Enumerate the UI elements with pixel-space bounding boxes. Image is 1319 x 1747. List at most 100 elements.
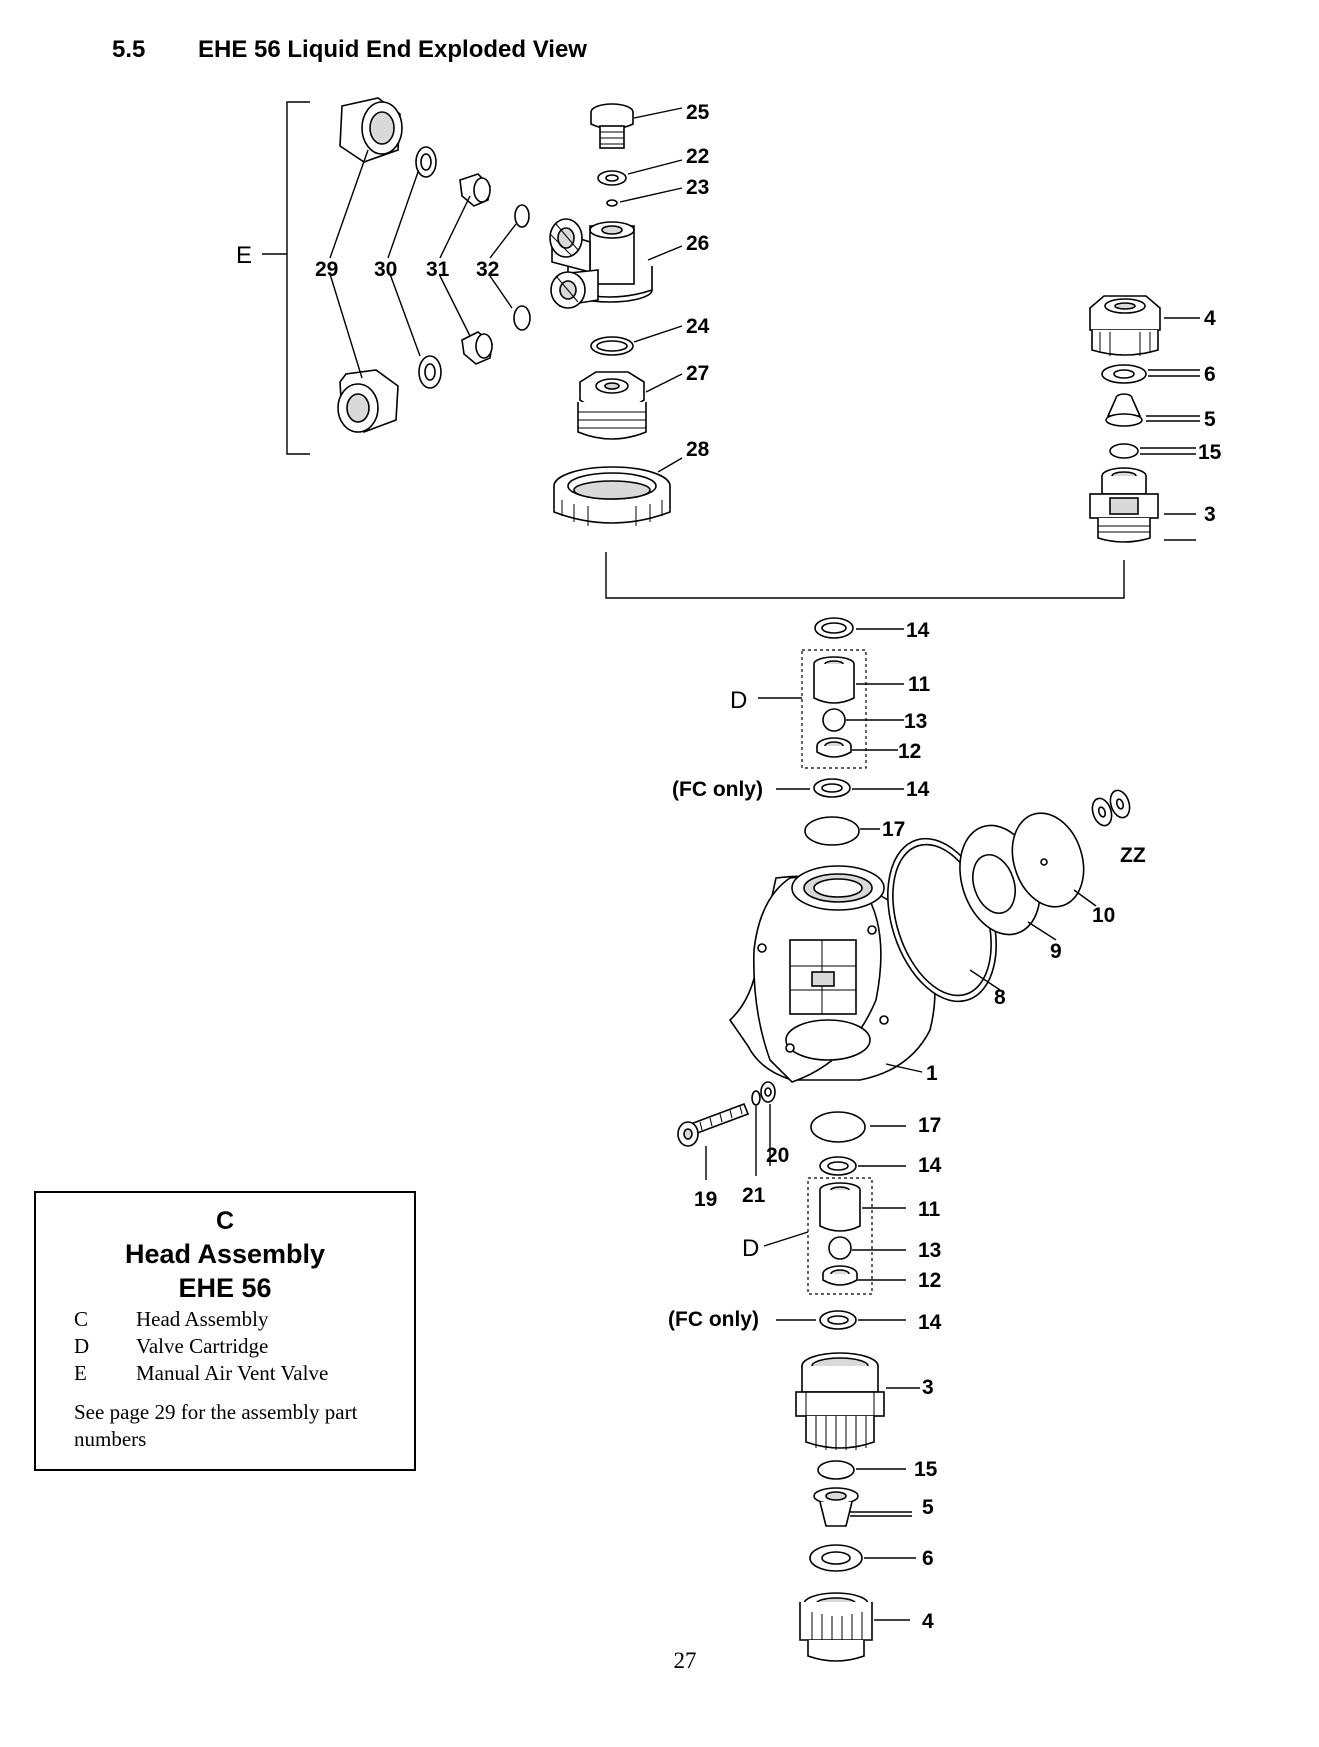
- callout-upper-12: 12: [898, 740, 921, 763]
- callout-8: 8: [994, 986, 1006, 1009]
- section-title: EHE 56 Liquid End Exploded View: [198, 36, 587, 63]
- callout-lower-15: 15: [914, 1458, 938, 1481]
- section-heading: 5.5 EHE 56 Liquid End Exploded View: [112, 36, 587, 64]
- washers-zz: [1091, 789, 1131, 827]
- callout-lower-17: 17: [918, 1114, 941, 1137]
- insert-5-right: [1105, 393, 1143, 427]
- oring-15-lower: [817, 1460, 855, 1480]
- callout-lower-13: 13: [918, 1239, 941, 1262]
- callout-10: 10: [1092, 904, 1115, 927]
- legend-title-line2: EHE 56: [178, 1273, 272, 1303]
- valve-seat-12-upper: [816, 737, 852, 758]
- legend-item: C Head Assembly: [74, 1307, 328, 1334]
- hex-nut-upper: [339, 97, 403, 163]
- group-label-d-upper: D: [730, 687, 747, 714]
- lock-washer-21: [751, 1090, 761, 1106]
- callout-lower-6: 6: [922, 1547, 934, 1570]
- legend-title-letter: C: [215, 1207, 235, 1235]
- callout-right-3: 3: [1204, 503, 1216, 526]
- callout-upper-14b: 14: [906, 778, 930, 801]
- valve-ball-13-upper: [822, 708, 846, 732]
- callout-zz: ZZ: [1120, 844, 1146, 867]
- callout-32: 32: [476, 258, 499, 281]
- insert-31-upper: [459, 173, 491, 207]
- callout-25: 25: [686, 101, 710, 124]
- legend-label: Valve Cartridge: [136, 1334, 269, 1358]
- callout-28: 28: [686, 438, 710, 461]
- callout-right-6: 6: [1204, 363, 1216, 386]
- valve-sleeve-11-lower: [819, 1182, 861, 1232]
- callout-19: 19: [694, 1188, 717, 1211]
- legend-key: E: [74, 1361, 87, 1385]
- legend-items: C Head Assembly D Valve Cartridge E Manual …: [74, 1307, 328, 1388]
- connector-3-lower: [795, 1352, 885, 1450]
- callout-31: 31: [426, 258, 450, 281]
- oring-15-right: [1109, 443, 1139, 459]
- fc-only-label-upper: (FC only): [672, 778, 763, 801]
- valve-cartridge-lower-box: [807, 1177, 873, 1295]
- oring-32-upper: [514, 204, 530, 228]
- oring-23: [606, 199, 618, 207]
- callout-upper-13: 13: [904, 710, 927, 733]
- fc-only-label-lower: (FC only): [668, 1308, 759, 1331]
- callout-lower-5: 5: [922, 1496, 934, 1519]
- adapter-27: [577, 371, 647, 440]
- section-number: 5.5: [112, 36, 146, 63]
- legend-note: See page 29 for the assembly part number…: [74, 1400, 358, 1451]
- group-label-e: E: [236, 242, 252, 269]
- valve-cartridge-upper-box: [801, 649, 867, 769]
- hex-nut-lower: [337, 369, 399, 433]
- oring-17-lower: [810, 1111, 866, 1143]
- callout-1: 1: [926, 1062, 938, 1085]
- callout-30: 30: [374, 258, 397, 281]
- callout-upper-14a: 14: [906, 619, 930, 642]
- callout-22: 22: [686, 145, 709, 168]
- callout-right-5: 5: [1204, 408, 1216, 431]
- page-number: 27: [673, 1648, 697, 1673]
- callout-lower-11: 11: [918, 1198, 941, 1221]
- callout-9: 9: [1050, 940, 1062, 963]
- backing-plate-10: [1011, 812, 1085, 908]
- legend-label: Head Assembly: [136, 1307, 269, 1331]
- oring-32-lower: [513, 305, 531, 331]
- nut-4-right: [1089, 295, 1161, 356]
- group-label-d-lower: D: [742, 1235, 759, 1262]
- legend-key: D: [74, 1334, 90, 1358]
- callout-lower-3: 3: [922, 1376, 934, 1399]
- nut-4-lower: [799, 1592, 873, 1662]
- insert-31-lower: [461, 331, 493, 365]
- legend-label: Manual Air Vent Valve: [136, 1361, 329, 1385]
- valve-sleeve-11-upper: [813, 656, 855, 704]
- legend-item: E Manual Air Vent Valve: [74, 1361, 328, 1388]
- vent-valve-body-26: [549, 218, 653, 309]
- callout-20: 20: [766, 1144, 789, 1167]
- pump-head-1: [728, 865, 936, 1083]
- callout-21: 21: [742, 1184, 766, 1207]
- valve-ball-13-lower: [828, 1236, 852, 1260]
- callout-24: 24: [686, 315, 710, 338]
- oring-17-upper: [804, 816, 860, 846]
- vent-cap-25: [590, 103, 634, 149]
- callout-26: 26: [686, 232, 709, 255]
- callout-lower-12: 12: [918, 1269, 941, 1292]
- callout-27: 27: [686, 362, 709, 385]
- legend-item: D Valve Cartridge: [74, 1334, 328, 1361]
- callout-lower-4: 4: [922, 1610, 934, 1633]
- callout-upper-11: 11: [908, 673, 931, 696]
- insert-5-lower: [813, 1487, 859, 1527]
- callout-23: 23: [686, 176, 709, 199]
- head-assembly-legend: C Head Assembly EHE 56 C Head Assembly D V…: [34, 1191, 416, 1471]
- connector-3-right: [1089, 467, 1159, 543]
- callout-lower-14a: 14: [918, 1154, 942, 1177]
- bolt-19: [677, 1102, 750, 1147]
- alternative-bracket: [605, 552, 1125, 599]
- legend-key: C: [74, 1307, 89, 1331]
- callout-upper-17: 17: [882, 818, 905, 841]
- callout-right-15: 15: [1198, 441, 1222, 464]
- valve-seat-12-lower: [822, 1265, 858, 1286]
- group-e-bracket: [262, 101, 310, 455]
- callout-lower-14b: 14: [918, 1311, 942, 1334]
- callout-29: 29: [315, 258, 338, 281]
- legend-title-line1: Head Assembly: [124, 1239, 326, 1269]
